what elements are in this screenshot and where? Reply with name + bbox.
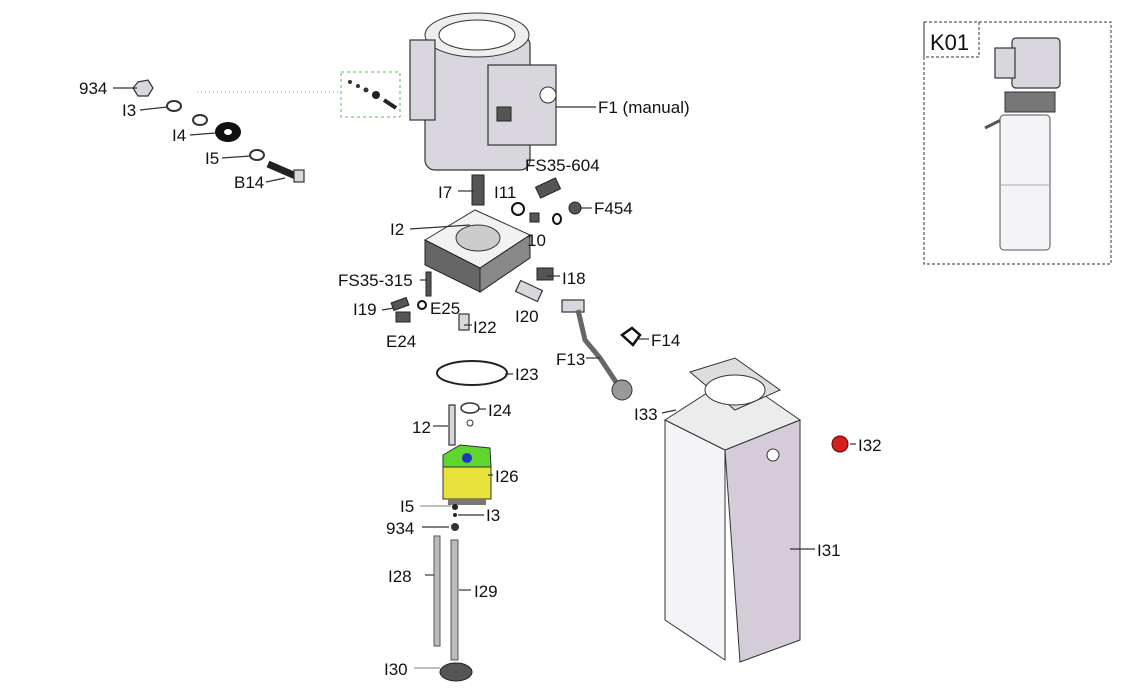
mounting-hardware <box>132 79 305 183</box>
label-i19: I19 <box>353 300 377 319</box>
label-i20: I20 <box>515 307 539 326</box>
filter-i30 <box>439 662 473 682</box>
suction-tube-i29 <box>450 539 459 661</box>
label-i4: I4 <box>172 126 186 145</box>
label-i29: I29 <box>474 582 498 601</box>
label-b14: B14 <box>234 173 264 192</box>
valve-block-i2 <box>423 174 532 293</box>
label-f14: F14 <box>651 331 680 350</box>
label-i30: I30 <box>384 660 408 679</box>
label-i24: I24 <box>488 401 512 420</box>
label-f1-manual: F1 (manual) <box>598 98 690 117</box>
label-i28: I28 <box>388 567 412 586</box>
label-12: 12 <box>412 418 431 437</box>
gear-pump-i26 <box>442 444 492 505</box>
suction-tube-i28 <box>433 535 441 647</box>
label-i7: I7 <box>438 183 452 202</box>
small-hardware-detail <box>348 80 398 110</box>
label-934-lower: 934 <box>386 519 414 538</box>
label-i23: I23 <box>515 365 539 384</box>
label-i3-lower: I3 <box>486 506 500 525</box>
o-ring-i24 <box>460 402 480 414</box>
label-i26: I26 <box>495 467 519 486</box>
label-i11: I11 <box>494 183 516 202</box>
label-i22: I22 <box>473 318 497 337</box>
label-f13: F13 <box>556 350 585 369</box>
small-o-ring <box>466 419 474 427</box>
label-e24: E24 <box>386 332 416 351</box>
label-i5: I5 <box>205 149 219 168</box>
handle-f13 <box>561 299 642 401</box>
leader-lines <box>113 87 856 669</box>
part-labels: 934 I3 I4 I5 B14 F1 (manual) FS35-604 I1… <box>79 79 882 679</box>
label-934: 934 <box>79 79 107 98</box>
assembly-inset-k01: K01 <box>923 21 1112 265</box>
label-fs35-604: FS35-604 <box>525 156 600 175</box>
o-ring-i23 <box>436 360 508 386</box>
fittings <box>390 177 582 331</box>
detail-callout-box <box>340 71 401 118</box>
label-i31: I31 <box>817 541 841 560</box>
motor-housing-f1 <box>409 12 557 171</box>
label-i3: I3 <box>122 101 136 120</box>
label-i32: I32 <box>858 436 882 455</box>
inset-label-k01: K01 <box>930 30 969 55</box>
label-f454: F454 <box>594 199 633 218</box>
label-i5-lower: I5 <box>400 497 414 516</box>
label-i2: I2 <box>390 220 404 239</box>
bolt-12 <box>448 404 456 446</box>
label-fs35-315: FS35-315 <box>338 271 413 290</box>
label-10: 10 <box>527 231 546 250</box>
label-i33: I33 <box>634 405 658 424</box>
label-e25: E25 <box>430 299 460 318</box>
label-i18: I18 <box>562 269 586 288</box>
tank-i31 <box>663 357 849 663</box>
plug-i32 <box>831 435 849 453</box>
